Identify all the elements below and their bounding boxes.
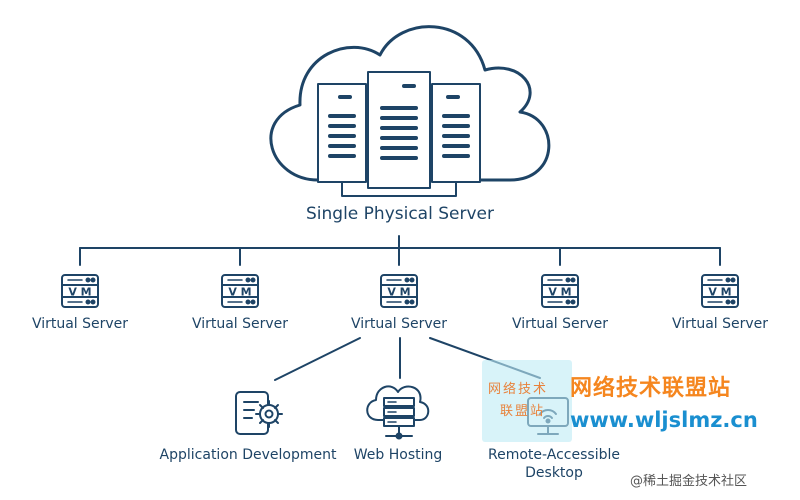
remote-desktop-label: Remote-Accessible Desktop xyxy=(488,447,620,481)
vm-icon: V M xyxy=(701,274,739,308)
virtual-server-label: Virtual Server xyxy=(31,316,129,332)
vm-icon: V M xyxy=(541,274,579,308)
vm-icon-text: V M xyxy=(387,286,410,299)
tree-connectors xyxy=(79,235,721,381)
server-right-icon xyxy=(431,83,481,183)
watermark-logo-line2: 联盟站 xyxy=(500,404,546,419)
web-hosting-icon xyxy=(366,385,430,440)
watermark-url: www.wljslmz.cn xyxy=(570,408,758,432)
server-left-icon xyxy=(317,83,367,183)
vm-icon-text: V M xyxy=(68,286,91,299)
virtual-server-label: Virtual Server xyxy=(671,316,769,332)
server-center-icon xyxy=(367,71,431,189)
app-development-icon xyxy=(235,391,283,435)
cloud-servers-icon xyxy=(269,25,551,197)
vm-icon-text: V M xyxy=(548,286,571,299)
virtual-server-label: Virtual Server xyxy=(511,316,609,332)
watermark-title: 网络技术联盟站 xyxy=(570,376,732,401)
virtual-server-label: Virtual Server xyxy=(350,316,448,332)
vm-icon: V M xyxy=(221,274,259,308)
single-physical-server-label: Single Physical Server xyxy=(306,204,494,224)
watermark-logo: 网络技术 联盟站 xyxy=(482,360,572,442)
web-hosting-label: Web Hosting xyxy=(353,447,443,463)
vm-icon: V M xyxy=(61,274,99,308)
vm-icon: V M xyxy=(380,274,418,308)
application-development-label: Application Development xyxy=(159,447,337,463)
server-base-connector xyxy=(341,181,457,197)
credit-text: @稀土掘金技术社区 xyxy=(630,474,748,489)
vm-icon-text: V M xyxy=(708,286,731,299)
vm-icon-text: V M xyxy=(228,286,251,299)
watermark-logo-line1: 网络技术 xyxy=(488,382,549,397)
virtual-server-label: Virtual Server xyxy=(191,316,289,332)
